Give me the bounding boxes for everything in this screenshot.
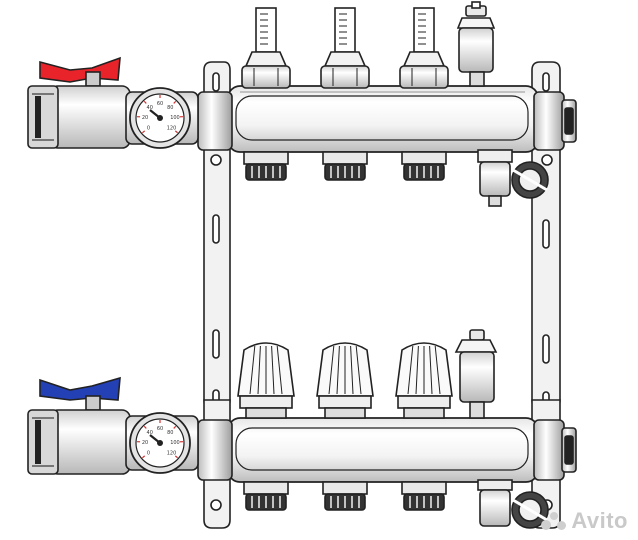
drain-valve-supply (477, 149, 549, 207)
outlet-connector (243, 481, 289, 511)
cold-handle-icon (39, 376, 121, 401)
watermark-text: Avito (571, 508, 628, 533)
outlet-connector (401, 481, 447, 511)
outlet-connector (401, 151, 447, 181)
return-manifold-bar (227, 417, 539, 483)
gauge-tick-label: 100 (170, 440, 180, 446)
air-vent-top (456, 1, 496, 87)
return-outlets (243, 481, 447, 511)
supply-gauge: 0 20 40 60 80 100 120 (129, 87, 191, 149)
valve-cap (316, 342, 374, 419)
flow-meter (399, 7, 449, 89)
outlet-connector (322, 481, 368, 511)
flow-meters (241, 7, 449, 89)
supply-end-caps (197, 91, 577, 151)
flow-meter (241, 7, 291, 89)
valve-cap (395, 342, 453, 419)
thermostatic-valve-caps (237, 342, 453, 419)
gauge-tick-label: 0 (147, 451, 150, 457)
gauge-tick-label: 120 (167, 126, 177, 132)
gauge-tick-label: 40 (147, 105, 153, 111)
valve-cap (237, 342, 295, 419)
gauge-tick-label: 80 (167, 105, 173, 111)
air-vent-bottom (454, 329, 498, 419)
gauge-tick-label: 100 (170, 115, 180, 121)
gauge-tick-label: 60 (157, 426, 163, 432)
gauge-tick-label: 60 (157, 101, 163, 107)
gauge-tick-label: 20 (142, 440, 148, 446)
flow-meter (320, 7, 370, 89)
supply-manifold-bar (227, 85, 539, 153)
gauge-tick-label: 20 (142, 115, 148, 121)
gauge-tick-label: 80 (167, 430, 173, 436)
gauge-needle (149, 109, 161, 119)
supply-outlets (243, 151, 447, 181)
drain-valve-return (477, 479, 549, 529)
gauge-tick-label: 40 (147, 430, 153, 436)
return-gauge: 0 20 40 60 80 100 120 (129, 412, 191, 474)
gauge-needle (149, 434, 161, 444)
avito-logo-icon (541, 512, 567, 532)
outlet-connector (322, 151, 368, 181)
hot-handle-icon (39, 56, 121, 83)
gauge-tick-label: 0 (147, 126, 150, 132)
gauge-tick-label: 120 (167, 451, 177, 457)
outlet-connector (243, 151, 289, 181)
watermark: Avito (541, 508, 628, 534)
